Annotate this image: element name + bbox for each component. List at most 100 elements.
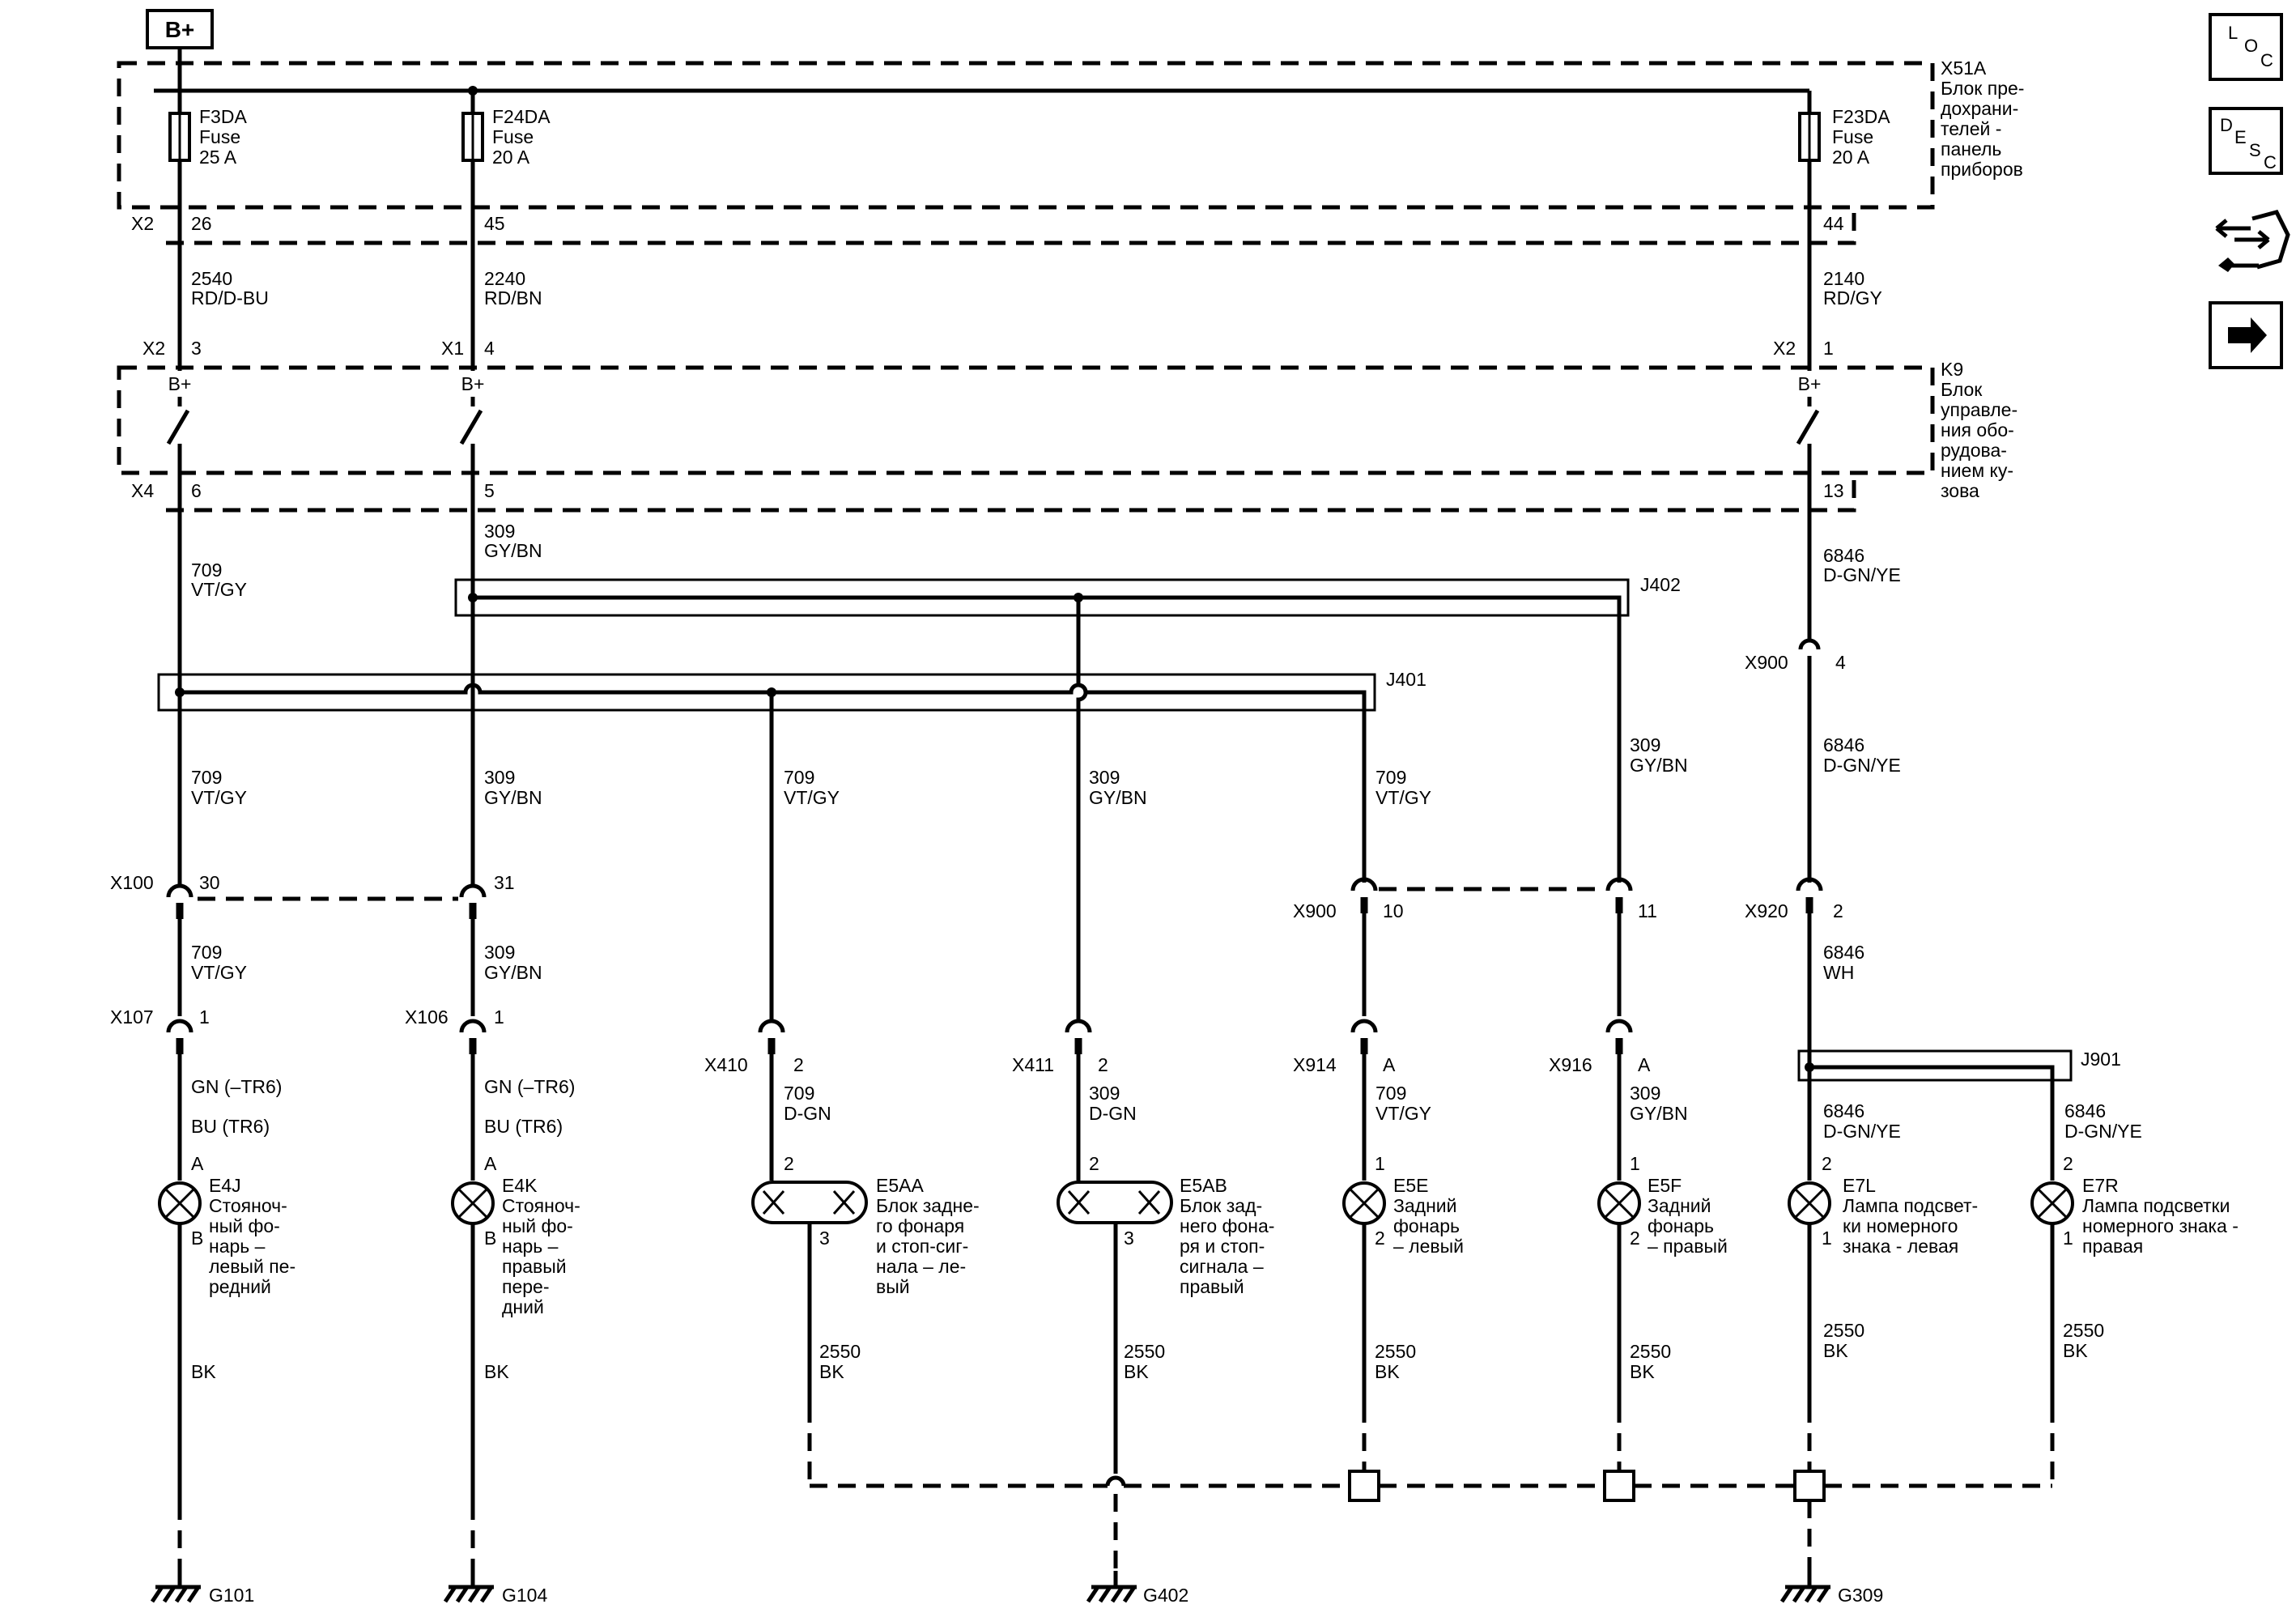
svg-text:6846: 6846 [1823, 545, 1864, 566]
connector-x107: X107 1 [110, 1006, 210, 1033]
svg-text:D-GN/YE: D-GN/YE [1823, 755, 1901, 776]
lamp-e5f: 1 2 E5F Задний фонарь – правый [1597, 1153, 1728, 1257]
svg-text:2: 2 [1822, 1153, 1832, 1174]
connector-x914: X914 A [1293, 1019, 1396, 1075]
svg-text:2550: 2550 [1823, 1320, 1864, 1341]
svg-text:E4J: E4J [209, 1175, 241, 1196]
svg-text:31: 31 [494, 872, 515, 893]
fuse-out-pin: 44 [1823, 213, 1844, 234]
svg-text:X51A: X51A [1941, 57, 1987, 79]
svg-text:Лампа подсвет-: Лампа подсвет- [1843, 1195, 1978, 1216]
svg-text:ния обо-: ния обо- [1941, 419, 2014, 440]
svg-text:D: D [2220, 115, 2233, 135]
lamp-e7l: 2 1 E7L Лампа подсвет- ки номерного знак… [1788, 1153, 1978, 1257]
svg-text:пере-: пере- [502, 1276, 550, 1297]
svg-text:правый: правый [1180, 1276, 1244, 1297]
svg-text:309: 309 [484, 767, 515, 788]
svg-text:него фона-: него фона- [1180, 1215, 1274, 1236]
ground-wire-label: BK BK 2550 BK 2550 BK 2550 BK 2550 BK 25… [191, 1320, 2104, 1382]
svg-text:фонарь: фонарь [1648, 1215, 1714, 1236]
svg-text:6846: 6846 [1823, 734, 1864, 755]
svg-text:A: A [1638, 1054, 1651, 1075]
svg-text:нием ку-: нием ку- [1941, 460, 2013, 481]
svg-text:4: 4 [1835, 652, 1846, 673]
svg-text:1: 1 [1630, 1153, 1640, 1174]
svg-text:X900: X900 [1745, 652, 1788, 673]
svg-text:A: A [191, 1153, 204, 1174]
svg-text:панель: панель [1941, 138, 2001, 160]
svg-text:GY/BN: GY/BN [1630, 755, 1688, 776]
svg-text:D-GN/YE: D-GN/YE [1823, 564, 1901, 585]
wire-label: 709 VT/GY 309 GY/BN 6846 D-GN/YE [191, 521, 1901, 600]
svg-text:GN (–TR6): GN (–TR6) [191, 1076, 282, 1097]
svg-text:G104: G104 [502, 1585, 547, 1606]
svg-text:ный фо-: ный фо- [209, 1215, 280, 1236]
svg-text:VT/GY: VT/GY [191, 962, 247, 983]
lamp-e5ab: 2 3 E5AB Блок зад- него фона- ря и стоп-… [1057, 1153, 1274, 1297]
svg-text:Блок пре-: Блок пре- [1941, 78, 2024, 99]
svg-text:BK: BK [1630, 1361, 1655, 1382]
svg-text:E5AA: E5AA [876, 1175, 924, 1196]
splice-j401 [157, 673, 1376, 712]
svg-text:GY/BN: GY/BN [484, 540, 542, 561]
svg-text:Fuse: Fuse [492, 126, 534, 147]
svg-text:10: 10 [1383, 900, 1404, 921]
bcm-switch: B+ [166, 373, 191, 483]
bcm-label: K9 Блок управле- ния обо- рудова- нием к… [1941, 359, 2018, 501]
connector-x900-10: X900 10 11 [1293, 877, 1657, 921]
svg-text:B: B [191, 1228, 203, 1249]
svg-text:RD/GY: RD/GY [1823, 287, 1882, 309]
connector-icon[interactable] [2215, 210, 2290, 272]
svg-text:13: 13 [1823, 480, 1844, 501]
svg-text:309: 309 [1089, 1083, 1120, 1104]
svg-text:L: L [2228, 23, 2238, 43]
loc-icon[interactable]: L O C [2209, 13, 2283, 81]
svg-text:нарь –: нарь – [502, 1236, 559, 1257]
connector-x411: X411 2 [1012, 1019, 1108, 1075]
svg-text:A: A [1383, 1054, 1396, 1075]
svg-text:VT/GY: VT/GY [1375, 787, 1431, 808]
svg-text:дний: дний [502, 1296, 544, 1317]
svg-text:G309: G309 [1838, 1585, 1883, 1606]
connector-x106: X106 1 [405, 1006, 504, 1033]
svg-text:C: C [2260, 50, 2273, 70]
svg-text:2: 2 [1630, 1228, 1640, 1249]
svg-text:C: C [2264, 152, 2277, 172]
svg-text:2550: 2550 [1630, 1341, 1671, 1362]
svg-text:3: 3 [191, 338, 202, 359]
svg-text:11: 11 [1638, 900, 1657, 921]
svg-text:E4K: E4K [502, 1175, 538, 1196]
wire-label: 709 VT/GY 309 GY/BN 6846 WH [191, 942, 1864, 983]
svg-text:приборов: приборов [1941, 159, 2023, 180]
fuse-block-label: X51A Блок пре- дохрани- телей - панель п… [1941, 57, 2024, 180]
connector-x916: X916 A [1549, 1019, 1651, 1075]
svg-text:D-GN: D-GN [1089, 1103, 1137, 1124]
svg-text:X914: X914 [1293, 1054, 1337, 1075]
svg-text:D-GN: D-GN [784, 1103, 831, 1124]
arrow-right-icon[interactable] [2209, 301, 2283, 369]
svg-text:G101: G101 [209, 1585, 254, 1606]
fuse-block-outline [117, 61, 1935, 210]
svg-text:BK: BK [819, 1361, 844, 1382]
fuse-block-lower-outline [166, 209, 1856, 245]
svg-text:BU (TR6): BU (TR6) [191, 1116, 270, 1137]
svg-text:B: B [484, 1228, 496, 1249]
svg-text:E: E [2234, 127, 2247, 147]
svg-text:309: 309 [1630, 734, 1660, 755]
svg-text:Задний: Задний [1393, 1195, 1457, 1216]
svg-text:X411: X411 [1012, 1054, 1054, 1075]
svg-text:309: 309 [1089, 767, 1120, 788]
svg-text:6: 6 [191, 480, 202, 501]
lamp-e5aa: 2 3 E5AA Блок задне- го фонаря и стоп-си… [751, 1153, 980, 1297]
svg-text:709: 709 [784, 1083, 814, 1104]
connector-x900-4: X900 4 [1745, 630, 1846, 883]
svg-text:X106: X106 [405, 1006, 449, 1028]
bcm-in-pins: X2 3 X1 4 X2 1 [142, 338, 1834, 359]
bcm-switch: B+ [1796, 373, 1821, 483]
svg-text:BK: BK [1124, 1361, 1149, 1382]
wire-label: 6846 D-GN/YE 6846 D-GN/YE [1823, 1100, 2142, 1142]
svg-text:K9: K9 [1941, 359, 1963, 380]
desc-icon[interactable]: D E S C [2209, 107, 2283, 175]
ground-g309-icon: G309 [1779, 1571, 1883, 1606]
